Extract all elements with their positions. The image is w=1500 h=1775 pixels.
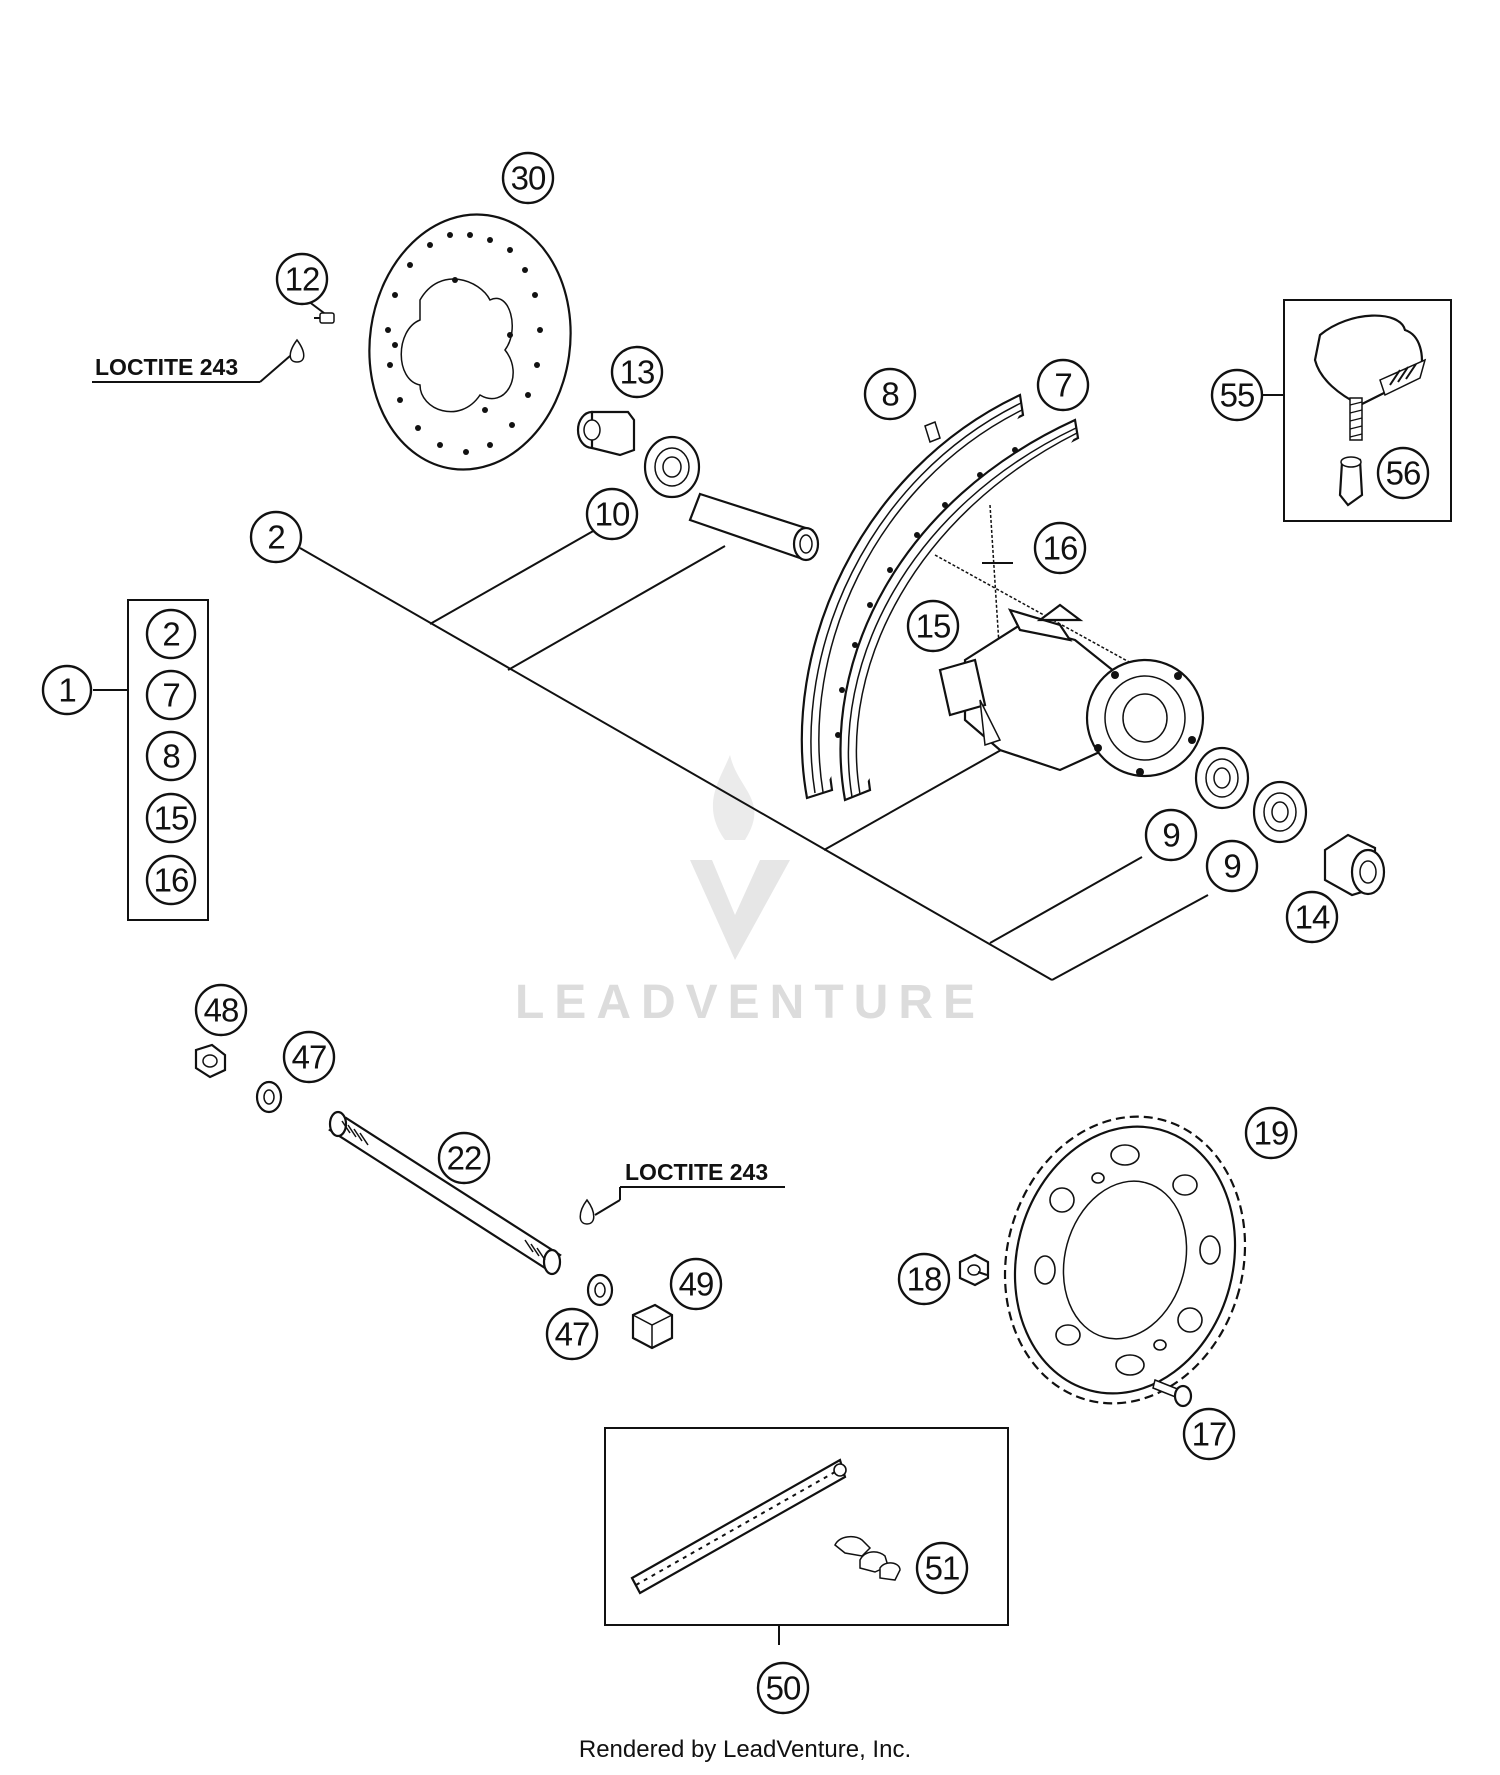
callout-56[interactable]: 56 [1376,446,1430,500]
svg-text:7: 7 [162,677,179,714]
callout-2[interactable]: 2 [249,510,303,564]
svg-text:16: 16 [1043,530,1078,567]
spokes [934,504,1141,669]
callout-47-right[interactable]: 47 [545,1307,599,1361]
svg-text:47: 47 [292,1039,327,1076]
spacer-left [576,410,636,457]
svg-text:2: 2 [162,616,179,653]
adjuster-nut [1338,456,1364,507]
callout-51[interactable]: 51 [915,1541,969,1595]
svg-text:12: 12 [285,261,320,298]
distance-sleeve [688,492,820,562]
callout-16[interactable]: 16 [1033,521,1087,575]
callout-18[interactable]: 18 [897,1252,951,1306]
callout-49[interactable]: 49 [669,1257,723,1311]
callout-13[interactable]: 13 [610,345,664,399]
callout-30[interactable]: 30 [501,151,555,205]
chain-box [604,1427,1009,1626]
svg-text:19: 19 [1254,1115,1289,1152]
axle-nut-left [194,1043,227,1079]
sprocket-nut [958,1253,990,1287]
bearing-right-2 [1252,780,1308,844]
chain-adjuster-box [1283,299,1452,522]
loctite-note-axle: LOCTITE 243 [625,1159,768,1185]
callout-group-16[interactable]: 16 [145,854,197,906]
watermark-text: LEADVENTURE [515,976,985,1029]
callout-17[interactable]: 17 [1182,1407,1236,1461]
sprocket [1003,1115,1247,1405]
svg-text:9: 9 [1223,848,1240,885]
callout-7[interactable]: 7 [1036,358,1090,412]
axle-nut-right [631,1303,674,1350]
svg-text:56: 56 [1386,455,1421,492]
callout-14[interactable]: 14 [1285,890,1339,944]
washer-left [255,1080,283,1114]
watermark: LEADVENTURE [515,755,985,1029]
spacer-right [1323,833,1386,897]
wheel-hub [938,603,1205,778]
spoke-nipple [924,421,941,443]
footer-credit: Rendered by LeadVenture, Inc. [579,1736,911,1763]
svg-text:17: 17 [1192,1416,1227,1453]
callout-8[interactable]: 8 [863,367,917,421]
callout-group-8[interactable]: 8 [145,730,197,782]
callout-9-lower[interactable]: 9 [1205,839,1259,893]
svg-text:51: 51 [925,1550,960,1587]
callout-19[interactable]: 19 [1244,1106,1298,1160]
callout-group-2[interactable]: 2 [145,608,197,660]
svg-text:50: 50 [766,1670,801,1707]
svg-text:7: 7 [1054,367,1071,404]
rim [800,393,1080,802]
callout-50[interactable]: 50 [756,1661,810,1715]
watermark-logo-icon [690,860,790,960]
svg-text:30: 30 [511,160,546,197]
chain-adjuster [1313,314,1427,441]
callout-1[interactable]: 1 [41,664,93,716]
callout-22[interactable]: 22 [437,1131,491,1185]
svg-text:48: 48 [204,992,239,1029]
svg-text:49: 49 [679,1266,714,1303]
disc-screw [314,312,335,324]
chain-master-link [834,1535,901,1581]
callout-55[interactable]: 55 [1210,368,1264,422]
svg-text:18: 18 [907,1261,942,1298]
svg-text:15: 15 [916,608,951,645]
svg-text:22: 22 [447,1140,482,1177]
svg-text:2: 2 [267,519,284,556]
svg-text:16: 16 [154,862,189,899]
svg-text:15: 15 [154,800,189,837]
callout-15[interactable]: 15 [906,599,960,653]
callout-leaders [92,297,1284,1645]
loctite-note-disc: LOCTITE 243 [95,354,238,380]
brake-disc [368,213,572,471]
svg-text:47: 47 [555,1316,590,1353]
drive-chain [630,1458,847,1595]
callout-48[interactable]: 48 [194,983,248,1037]
loctite-drop-axle-icon [579,1198,595,1225]
bearing-right-1 [1194,746,1250,810]
callout-group-7[interactable]: 7 [145,669,197,721]
assembly-leader-lines [119,529,1209,981]
svg-text:9: 9 [1162,817,1179,854]
svg-text:14: 14 [1295,899,1330,936]
sprocket-bolt [1152,1378,1193,1408]
svg-text:55: 55 [1220,377,1255,414]
washer-right [586,1273,614,1307]
axle [328,1110,562,1276]
svg-text:8: 8 [881,376,898,413]
svg-text:8: 8 [162,738,179,775]
callout-9-upper[interactable]: 9 [1144,808,1198,862]
callout-12[interactable]: 12 [275,252,329,306]
callout-10[interactable]: 10 [585,487,639,541]
loctite-drop-icon [289,338,305,363]
svg-text:13: 13 [620,354,655,391]
callout-47-left[interactable]: 47 [282,1030,336,1084]
svg-text:1: 1 [58,672,75,709]
svg-text:10: 10 [595,496,630,533]
callout-group-15[interactable]: 15 [145,792,197,844]
bearing-upper [643,435,701,499]
wheel-assembly-group-box [127,599,209,921]
